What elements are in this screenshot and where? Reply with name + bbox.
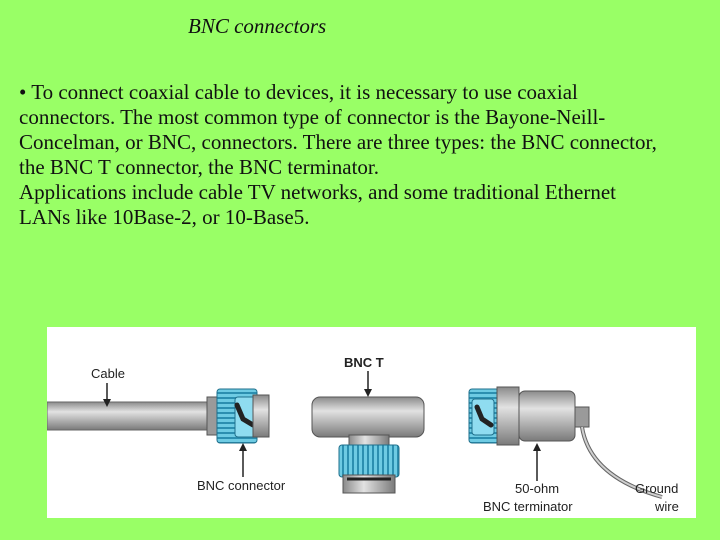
bnc-diagram: Cable BNC T BNC connector 50-ohm BNC ter… xyxy=(47,355,679,514)
terminator-arrow xyxy=(533,443,541,481)
applications-text: Applications include cable TV networks, … xyxy=(19,180,616,229)
bnc-t-label: BNC T xyxy=(344,355,384,370)
terminator-label-line1: 50-ohm xyxy=(515,481,559,496)
bullet-text: • To connect coaxial cable to devices, i… xyxy=(19,80,657,179)
coax-cable xyxy=(47,401,213,431)
bnc-terminator xyxy=(468,386,663,499)
bnc-connector xyxy=(206,388,270,444)
slide-body: • To connect coaxial cable to devices, i… xyxy=(19,80,659,230)
cable-label: Cable xyxy=(91,366,125,381)
bnc-figure: Cable BNC T BNC connector 50-ohm BNC ter… xyxy=(47,327,696,518)
ground-wire-label-line1: Ground xyxy=(635,481,678,496)
bnc-t-connector xyxy=(311,396,425,494)
slide-title: BNC connectors xyxy=(188,14,327,38)
bnc-connector-arrow xyxy=(239,443,247,477)
bnc-connector-label: BNC connector xyxy=(197,478,286,493)
terminator-label-line2: BNC terminator xyxy=(483,499,573,514)
cable-arrow xyxy=(103,383,111,407)
bnc-t-arrow xyxy=(364,371,372,397)
ground-wire-label-line2: wire xyxy=(654,499,679,514)
